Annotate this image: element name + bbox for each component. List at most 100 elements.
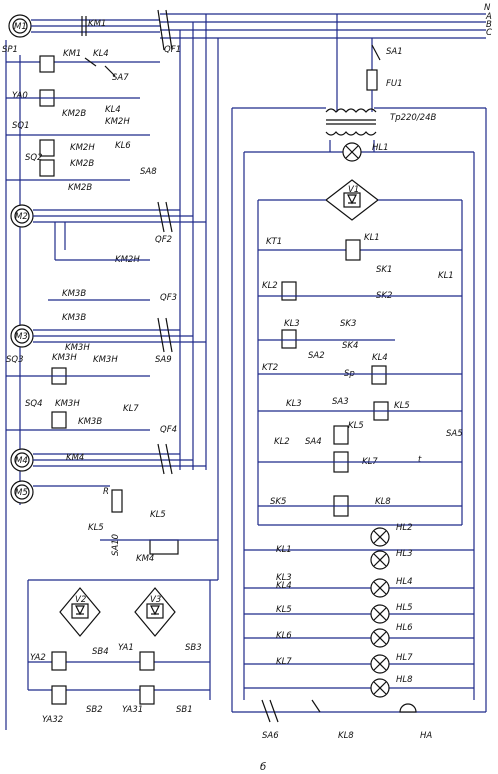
- v2-label: V2: [75, 595, 86, 605]
- motor-m2-label: M2: [15, 212, 28, 222]
- km3b-label-3: KM3B: [78, 417, 102, 427]
- motor-m3-label: M3: [15, 332, 28, 342]
- km4-label: KM4: [66, 453, 84, 463]
- kl1-lamp-label: KL1: [276, 545, 292, 555]
- km2b-label: KM2B: [62, 109, 86, 119]
- motor-m5-label: M5: [15, 488, 28, 498]
- hl7-label: HL7: [396, 653, 413, 663]
- kl7-label: KL7: [123, 404, 139, 414]
- power-section: M1 KM1 QF1 SP1 KM1 KL4 SA7 YA0 KM2B KL4 …: [2, 9, 218, 730]
- kl3-label: KL3: [284, 319, 300, 329]
- km4-label-2: KM4: [136, 554, 154, 564]
- hl3-label: HL3: [396, 549, 413, 559]
- hl5-label: HL5: [396, 603, 413, 613]
- qf4-label: QF4: [160, 425, 177, 435]
- km3h-label: KM3H: [65, 343, 90, 353]
- sq3-label: SQ3: [6, 355, 24, 365]
- sa3-label: SA3: [332, 397, 349, 407]
- km2h-label: KM2H: [105, 117, 130, 127]
- sk1-label: SK1: [376, 265, 392, 275]
- transformer: [325, 108, 377, 113]
- hl2-label: HL2: [396, 523, 413, 533]
- motor-m1-label: M1: [14, 22, 27, 32]
- sp1-label: SP1: [2, 45, 18, 55]
- sa4-label: SA4: [305, 437, 322, 447]
- sk4-label: SK4: [342, 341, 358, 351]
- supply-buses: N A B C: [160, 3, 492, 39]
- lamp-hl4: [370, 578, 390, 598]
- kl6-label: KL6: [115, 141, 131, 151]
- kl4-relay-label: KL4: [372, 353, 388, 363]
- kl5-label-2: KL5: [88, 523, 104, 533]
- sa9-label: SA9: [155, 355, 172, 365]
- phase-label-a: A: [485, 12, 492, 22]
- kl3-label-2: KL3: [286, 399, 302, 409]
- sa10-label: SA10: [111, 534, 121, 556]
- lamp-hl3: [370, 550, 390, 570]
- kl7-lamp-label: KL7: [276, 657, 292, 667]
- motor-m4-label: M4: [15, 456, 28, 466]
- lamp-hl8: [370, 678, 390, 698]
- transformer-label: Тр220/24В: [390, 113, 436, 123]
- r-label: R: [103, 487, 109, 497]
- sa8-label: SA8: [140, 167, 157, 177]
- sb3-label: SB3: [185, 643, 202, 653]
- fu1-label: FU1: [386, 79, 403, 89]
- v1-label: V1: [348, 185, 359, 195]
- sa1-label: SA1: [386, 47, 403, 57]
- sq1-label: SQ1: [12, 121, 30, 131]
- hl4-label: HL4: [396, 577, 413, 587]
- sb1-label: SB1: [176, 705, 193, 715]
- km2h-label-2: KM2H: [70, 143, 95, 153]
- sk5-label: SK5: [270, 497, 286, 507]
- phase-label-c: C: [486, 28, 492, 38]
- sa6-label: SA6: [262, 731, 279, 741]
- qf3-label: QF3: [160, 293, 177, 303]
- motor-m5: [10, 480, 34, 504]
- kl5-label-3: KL5: [348, 421, 364, 431]
- control-section: SA1 FU1 Тр220/24В HL1 V1: [231, 44, 487, 741]
- sq2-label: SQ2: [25, 153, 43, 163]
- kl8-label-2: KL8: [338, 731, 354, 741]
- sb4-label: SB4: [92, 647, 109, 657]
- km3h-label-2: KM3H: [52, 353, 77, 363]
- kl5-lamp-label: KL5: [276, 605, 292, 615]
- km1-label: KM1: [63, 49, 81, 59]
- ya2-label: YA2: [30, 653, 46, 663]
- kl1-label-2: KL1: [438, 271, 454, 281]
- ya0-label: YA0: [12, 91, 28, 101]
- sa2-label: SA2: [308, 351, 325, 361]
- km3h-label-3: KM3H: [93, 355, 118, 365]
- lamp-hl2: [370, 527, 390, 547]
- kl4-lamp-label: KL4: [276, 581, 292, 591]
- kl2-label-2: KL2: [274, 437, 290, 447]
- km3b-label: KM3B: [62, 289, 86, 299]
- kl8-label: KL8: [375, 497, 391, 507]
- sq4-label: SQ4: [25, 399, 43, 409]
- kl4-label: KL4: [93, 49, 109, 59]
- kt2-label: KT2: [262, 363, 278, 373]
- hl1-label: HL1: [372, 143, 389, 153]
- horn-ha: [399, 703, 417, 713]
- kl2-label: KL2: [262, 281, 278, 291]
- sa7-label: SA7: [112, 73, 129, 83]
- km1-power-label: KM1: [88, 19, 106, 29]
- lamp-hl6: [370, 628, 390, 648]
- hl8-label: HL8: [396, 675, 413, 685]
- qf2-label: QF2: [155, 235, 172, 245]
- sheet-label: б: [260, 761, 266, 773]
- sk3-label: SK3: [340, 319, 356, 329]
- kl3-lamp-label: KL3: [276, 573, 292, 583]
- phase-label-n: N: [484, 3, 491, 13]
- sb2-label: SB2: [86, 705, 103, 715]
- kt1-label: KT1: [266, 237, 282, 247]
- v3-label: V3: [150, 595, 161, 605]
- km2b-label-2: KM2B: [70, 159, 94, 169]
- kl6-lamp-label: KL6: [276, 631, 292, 641]
- rectifier-section: V2 V3 YA2 SB4 YA1 SB3 YA32 SB2 YA31 SB1: [27, 579, 218, 725]
- qf1-label: QF1: [164, 45, 181, 55]
- km3b-label-2: KM3B: [62, 313, 86, 323]
- kl1-label: KL1: [364, 233, 380, 243]
- kl5-relay-label: KL5: [394, 401, 410, 411]
